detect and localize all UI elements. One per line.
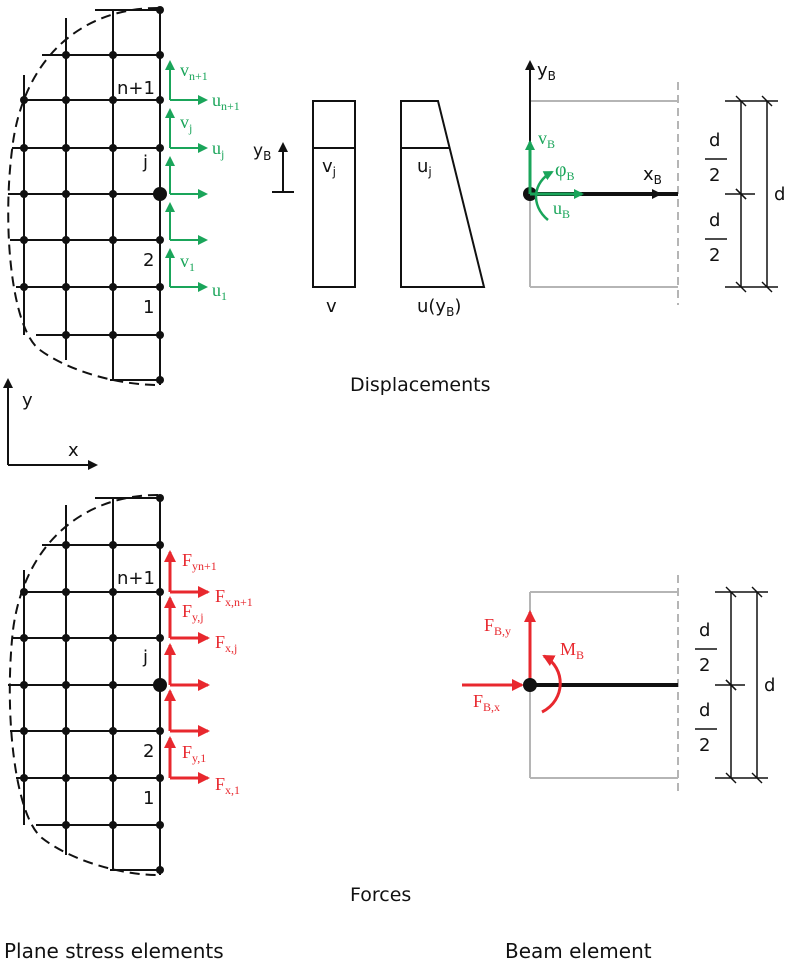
node-label-1-bottom: 1	[143, 788, 154, 809]
label-v1: v1	[180, 251, 195, 274]
label-vb: vB	[538, 128, 555, 151]
force-labels: Fyn+1 Fx,n+1 Fy,j Fx,j Fy,1 Fx,1	[182, 550, 253, 797]
node-label-n1-bottom: n+1	[117, 568, 155, 589]
mesh-boundary-bottom	[8, 494, 159, 876]
label-mb: MB	[560, 639, 584, 662]
node-label-2: 2	[143, 250, 154, 271]
node-label-j-bottom: j	[142, 647, 148, 668]
dimensions-bottom	[695, 586, 768, 784]
dim-half-den-2: 2	[709, 245, 720, 266]
dim-half-den-4: 2	[699, 735, 710, 756]
label-fx-j: Fx,j	[215, 632, 237, 655]
node-label-2-bottom: 2	[143, 741, 154, 762]
dim-half-num-4: d	[699, 700, 710, 721]
dim-half-num-3: d	[699, 620, 710, 641]
label-uj: uj	[212, 138, 224, 161]
dim-half-num-2: d	[709, 210, 720, 231]
label-u-yb-profile: u(yB)	[417, 296, 461, 319]
label-yb-profile: yB	[253, 141, 271, 163]
dim-half-den-3: 2	[699, 655, 710, 676]
mesh-top: n+1 j 2 1	[7, 6, 167, 386]
displacement-arrows	[165, 60, 208, 292]
global-axes: y x	[2, 378, 98, 470]
node-label-1: 1	[143, 297, 154, 318]
dim-d-top: d	[774, 184, 785, 205]
displacement-labels: vn+1 un+1 vj uj v1 u1	[180, 60, 240, 303]
node-label-j: j	[142, 152, 148, 173]
v-profile	[312, 100, 356, 288]
caption-plane-stress: Plane stress elements	[4, 939, 224, 963]
label-fx-n1: Fx,n+1	[215, 586, 253, 609]
label-v-profile: v	[326, 296, 337, 317]
caption-displacements: Displacements	[350, 374, 491, 396]
dim-d-bottom: d	[764, 675, 775, 696]
label-yb-beam: yB	[537, 60, 556, 83]
beam-node-bottom	[523, 678, 537, 692]
caption-forces: Forces	[350, 884, 411, 906]
caption-beam-element: Beam element	[505, 939, 652, 963]
label-ub: uB	[553, 198, 570, 221]
label-fy-n1: Fyn+1	[182, 550, 217, 573]
label-fbx: FB,x	[473, 691, 500, 714]
u-profile	[400, 100, 486, 288]
beam-top: yB xB vB φB uB	[523, 60, 679, 305]
axis-x-label: x	[68, 440, 79, 461]
node-center-top	[153, 187, 167, 201]
label-phib: φB	[555, 159, 575, 183]
label-fx-1: Fx,1	[215, 774, 240, 797]
axis-y-label: y	[22, 390, 33, 411]
mesh-bottom: n+1 j 2 1	[8, 494, 167, 876]
dimensions-top	[705, 95, 778, 293]
label-uj-profile: uj	[417, 156, 432, 179]
label-fy-1: Fy,1	[182, 742, 206, 765]
node-center-bottom	[153, 678, 167, 692]
label-v-n1: vn+1	[180, 60, 208, 83]
label-vj-profile: vj	[322, 156, 336, 179]
label-fby: FB,y	[484, 615, 511, 638]
label-u-n1: un+1	[212, 90, 240, 113]
mesh-boundary-top	[7, 7, 159, 386]
profile-diagrams: yB vj v uj u(yB)	[253, 100, 486, 319]
label-fy-j: Fy,j	[182, 601, 204, 624]
label-vj: vj	[180, 112, 192, 135]
force-arrows	[164, 550, 210, 784]
dim-half-den-1: 2	[709, 165, 720, 186]
label-u1: u1	[212, 280, 227, 303]
label-xb: xB	[643, 164, 662, 187]
node-label-n1: n+1	[117, 78, 155, 99]
dim-half-num-1: d	[709, 130, 720, 151]
beam-bottom: FB,y FB,x MB	[462, 575, 679, 795]
